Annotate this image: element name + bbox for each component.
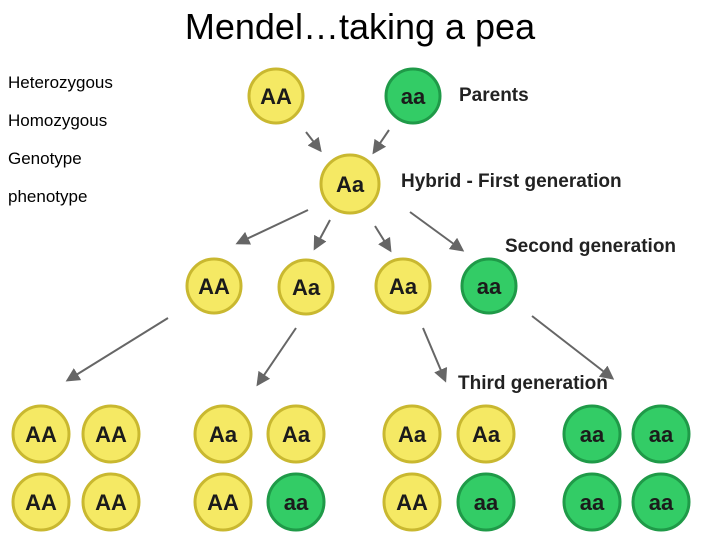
- third-gen-pea-3-3: aa: [631, 472, 691, 532]
- genotype-label: AA: [95, 422, 127, 447]
- term-homozygous: Homozygous: [8, 111, 108, 130]
- pea-green: [384, 67, 442, 125]
- third-gen-pea-0-1: AA: [81, 404, 141, 464]
- third-gen-pea-1-3: aa: [266, 472, 326, 532]
- genotype-label: aa: [580, 490, 605, 515]
- pea-yellow: [266, 404, 326, 464]
- genotype-label: Aa: [472, 422, 501, 447]
- genotype-label: AA: [260, 84, 292, 109]
- genotype-label: aa: [580, 422, 605, 447]
- genotype-label: aa: [649, 490, 674, 515]
- arrow-parent-aa-to-hybrid: [305, 131, 322, 153]
- genotype-label: Aa: [209, 422, 238, 447]
- pea-yellow: [382, 404, 442, 464]
- pea-green: [456, 472, 516, 532]
- second-gen-pea-2: Aa: [374, 257, 432, 315]
- arrow-hybrid-to-second-3: [409, 211, 465, 252]
- label-parents: Parents: [459, 85, 529, 106]
- third-gen-pea-0-3: AA: [81, 472, 141, 532]
- pea-yellow: [185, 257, 243, 315]
- pea-yellow: [81, 404, 141, 464]
- pea-green: [631, 404, 691, 464]
- second-gen-pea-3: aa: [460, 257, 518, 315]
- arrow-hybrid-to-second-2: [374, 225, 392, 253]
- first-gen-pea: Aa: [319, 153, 381, 215]
- label-second-generation: Second generation: [505, 236, 676, 257]
- pea-yellow: [11, 472, 71, 532]
- pea-yellow: [456, 404, 516, 464]
- third-gen-pea-2-0: Aa: [382, 404, 442, 464]
- third-gen-pea-2-1: Aa: [456, 404, 516, 464]
- arrow-second-0-to-third: [65, 317, 169, 382]
- pea-green: [266, 472, 326, 532]
- parent-pea-1: aa: [384, 67, 442, 125]
- pea-yellow: [193, 404, 253, 464]
- genotype-label: aa: [474, 490, 499, 515]
- label-third-generation: Third generation: [458, 373, 608, 394]
- second-gen-pea-0: AA: [185, 257, 243, 315]
- genotype-label: AA: [25, 490, 57, 515]
- pea-yellow: [382, 472, 442, 532]
- pea-yellow: [374, 257, 432, 315]
- third-gen-pea-2-2: AA: [382, 472, 442, 532]
- third-gen-pea-1-2: AA: [193, 472, 253, 532]
- term-heterozygous: Heterozygous: [8, 73, 113, 92]
- arrows-layer: [65, 129, 615, 387]
- arrow-parent-aa-recessive-to-hybrid: [372, 129, 390, 155]
- third-gen-pea-0-2: AA: [11, 472, 71, 532]
- genotype-label: AA: [95, 490, 127, 515]
- pea-yellow: [193, 472, 253, 532]
- pea-yellow: [319, 153, 381, 215]
- third-gen-pea-0-0: AA: [11, 404, 71, 464]
- pea-yellow: [81, 472, 141, 532]
- arrow-hybrid-to-second-1: [313, 219, 331, 251]
- arrow-second-3-to-third: [531, 315, 615, 380]
- third-gen-pea-2-3: aa: [456, 472, 516, 532]
- genotype-label: AA: [25, 422, 57, 447]
- pea-green: [460, 257, 518, 315]
- pea-yellow: [11, 404, 71, 464]
- pea-yellow: [277, 258, 335, 316]
- genotype-label: Aa: [398, 422, 427, 447]
- genotype-label: AA: [207, 490, 239, 515]
- genotype-label: Aa: [336, 172, 365, 197]
- genotype-label: Aa: [282, 422, 311, 447]
- pea-green: [631, 472, 691, 532]
- arrow-hybrid-to-second-0: [235, 209, 309, 245]
- genotype-label: aa: [477, 274, 502, 299]
- pea-green: [562, 404, 622, 464]
- slide-title: Mendel…taking a pea: [184, 6, 536, 47]
- third-gen-pea-3-1: aa: [631, 404, 691, 464]
- genotype-label: AA: [198, 274, 230, 299]
- third-gen-pea-3-0: aa: [562, 404, 622, 464]
- term-phenotype: phenotype: [8, 187, 88, 206]
- pea-green: [562, 472, 622, 532]
- arrow-second-1-to-third: [256, 327, 297, 387]
- genotype-label: Aa: [389, 274, 418, 299]
- third-gen-pea-3-2: aa: [562, 472, 622, 532]
- genotype-label: AA: [396, 490, 428, 515]
- parent-pea-0: AA: [247, 67, 305, 125]
- third-gen-pea-1-1: Aa: [266, 404, 326, 464]
- genotype-label: Aa: [292, 275, 321, 300]
- genotype-label: aa: [284, 490, 309, 515]
- pea-yellow: [247, 67, 305, 125]
- genotype-label: aa: [401, 84, 426, 109]
- arrow-second-2-to-third: [422, 327, 448, 383]
- label-first-generation: Hybrid - First generation: [401, 171, 622, 192]
- genotype-label: aa: [649, 422, 674, 447]
- third-gen-pea-1-0: Aa: [193, 404, 253, 464]
- second-gen-pea-1: Aa: [277, 258, 335, 316]
- terms-list: Heterozygous Homozygous Genotype phenoty…: [8, 72, 113, 224]
- term-genotype: Genotype: [8, 149, 82, 168]
